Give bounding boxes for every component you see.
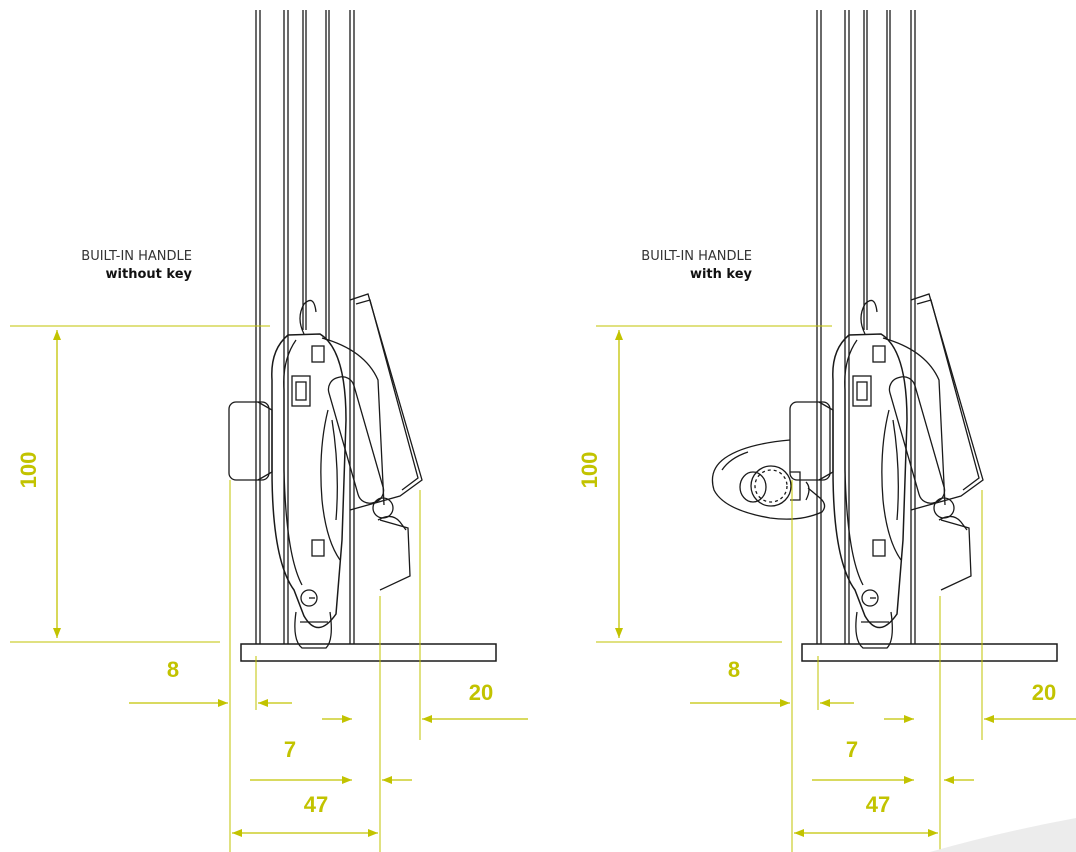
caption-title: BUILT-IN HANDLE [81,249,192,264]
caption-variant: without key [105,267,192,282]
handle-drawing [789,10,1058,662]
dimension-arrows [615,330,1076,837]
dim-7: 7 [284,737,296,762]
panel-without-key: 100 8 7 47 20 [10,10,528,852]
dimension-labels: 100 8 7 47 20 [577,452,1056,817]
dim-height: 100 [16,452,41,489]
caption-title: BUILT-IN HANDLE [641,249,752,264]
dim-8: 8 [167,657,179,682]
dim-47: 47 [866,792,890,817]
dim-20: 20 [469,680,493,705]
caption-with-key: BUILT-IN HANDLE with key [600,248,752,284]
dimension-labels: 100 8 7 47 20 [16,452,493,817]
panel-with-key: 100 8 7 47 20 [577,10,1076,852]
dim-7: 7 [846,737,858,762]
caption-without-key: BUILT-IN HANDLE without key [80,248,192,284]
dim-height: 100 [577,452,602,489]
key-illustration [711,439,826,520]
caption-variant: with key [689,267,752,282]
dim-20: 20 [1032,680,1056,705]
extension-lines [596,325,983,852]
corner-swoosh [930,818,1076,852]
handle-drawing [228,10,497,662]
dim-8: 8 [728,657,740,682]
dim-47: 47 [304,792,328,817]
extension-lines [10,325,421,852]
dimension-arrows [53,330,528,837]
